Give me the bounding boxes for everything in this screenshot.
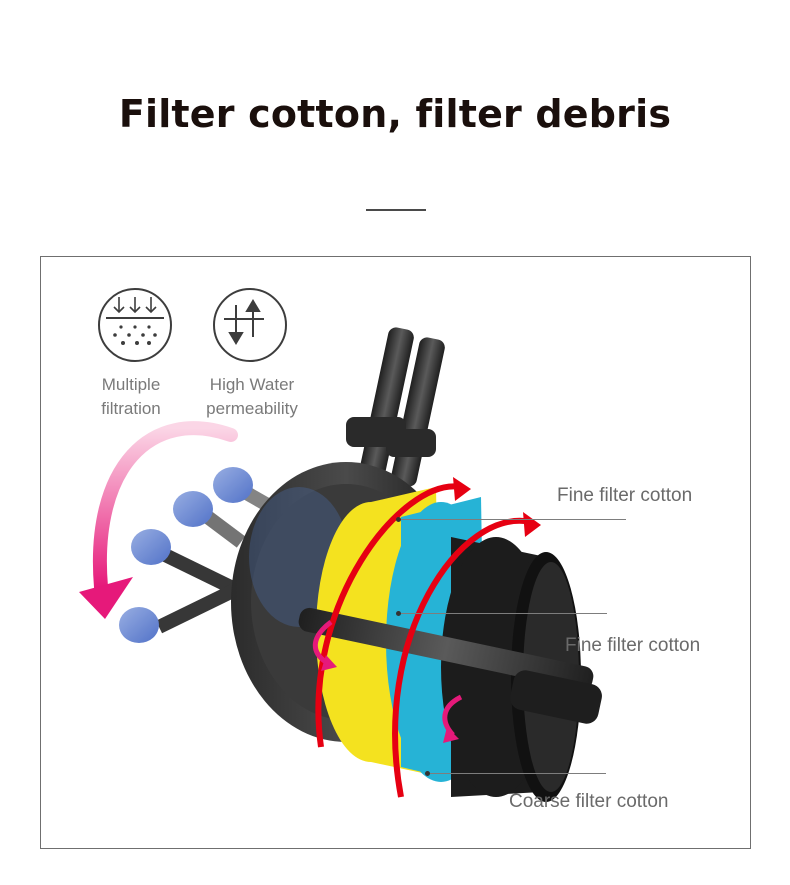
center-rod [298, 607, 594, 691]
callout-coarse-filter: Coarse filter cotton [509, 791, 669, 812]
flow-arrows-icon [315, 483, 532, 798]
title-divider [366, 209, 426, 211]
callout-dot-3 [425, 771, 430, 776]
feature-label-permeability: High Water permeability [206, 375, 298, 418]
feature-label-filtration: Multiple filtration [101, 375, 161, 418]
handle-knobs [119, 467, 275, 643]
callout-dot-2 [396, 611, 401, 616]
filtration-icon [98, 288, 172, 362]
callout-line-1 [401, 519, 626, 520]
callout-line-2 [401, 613, 607, 614]
page-title: Filter cotton, filter debris [118, 92, 672, 136]
inlet-pipes [346, 327, 445, 487]
permeability-icon [213, 288, 287, 362]
pond-filter-illustration [79, 297, 602, 802]
product-illustration-panel: Multiple filtration High Water permeabil… [40, 256, 751, 849]
callout-dot-1 [396, 517, 401, 522]
rotation-arrow-icon [92, 421, 238, 594]
callout-fine-filter-2: Fine filter cotton [565, 635, 701, 656]
callout-fine-filter-1: Fine filter cotton [557, 485, 693, 506]
callout-line-3 [430, 773, 606, 774]
